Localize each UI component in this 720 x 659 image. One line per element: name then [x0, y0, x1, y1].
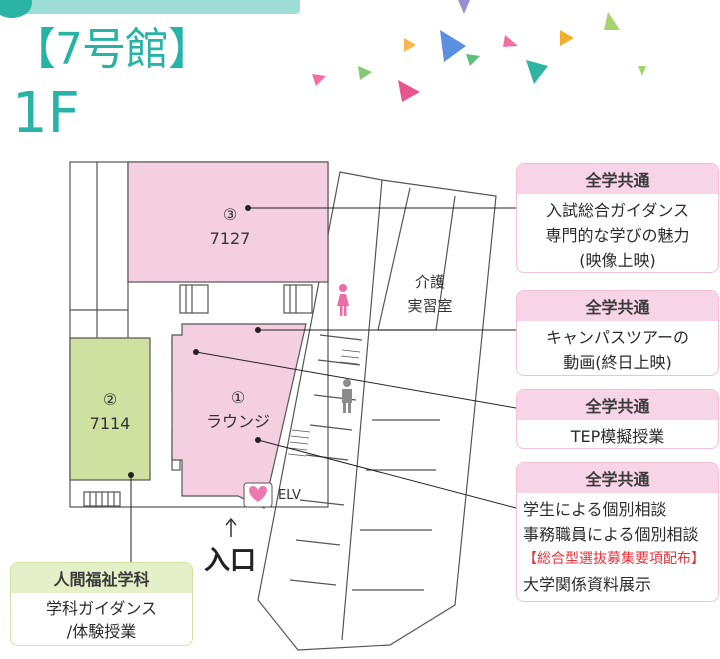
callout-head: 全学共通	[517, 390, 718, 420]
callout-line: 学科ガイダンス	[45, 599, 158, 618]
callout-department: 人間福祉学科 学科ガイダンス /体験授業	[10, 562, 193, 646]
callout-line: 動画(終日上映)	[563, 353, 672, 372]
entrance-label: 入口	[204, 546, 257, 576]
men-restroom-icon	[342, 379, 352, 413]
callout-line: 事務職員による個別相談	[523, 525, 699, 544]
header-badge	[0, 0, 32, 18]
room-7114	[69, 337, 151, 481]
care-room-label: 介護 実習室	[400, 270, 460, 318]
callout-guidance: 全学共通 入試総合ガイダンス 専門的な学びの魅力 (映像上映)	[516, 163, 719, 273]
callout-head: 全学共通	[517, 291, 718, 321]
callout-line: キャンパスツアーの	[545, 328, 690, 347]
callout-line: 入試総合ガイダンス	[545, 201, 690, 220]
room-7114-label: ② 7114	[80, 388, 140, 436]
up-arrow-icon	[225, 517, 237, 537]
lounge-label: ① ラウンジ	[193, 386, 283, 434]
callout-head: 全学共通	[517, 463, 718, 493]
room-number: ②	[102, 390, 118, 409]
callout-line: TEP模擬授業	[570, 427, 665, 446]
elevator-label: ELV	[278, 488, 301, 503]
callout-line: 学生による個別相談	[523, 500, 667, 519]
callout-head: 全学共通	[517, 164, 718, 194]
women-restroom-icon	[337, 284, 349, 316]
room-number: ①	[230, 388, 246, 407]
callout-line: /体験授業	[66, 622, 137, 641]
room-code: 7114	[89, 414, 131, 433]
floor-title: 1F	[12, 81, 80, 146]
callout-consultation: 全学共通 学生による個別相談 事務職員による個別相談 【総合型選抜募集要項配布】…	[516, 462, 719, 602]
callout-note: 【総合型選抜募集要項配布】	[523, 551, 705, 567]
confetti-decoration	[312, 0, 646, 102]
callout-line: 大学関係資料展示	[523, 575, 652, 594]
callout-line: 専門的な学びの魅力	[545, 226, 690, 245]
room-7127-label: ③ 7127	[200, 203, 260, 251]
callout-tep: 全学共通 TEP模擬授業	[516, 389, 719, 449]
room-7127	[127, 161, 329, 283]
room-code: 7127	[209, 229, 251, 248]
header-banner	[0, 0, 300, 14]
leader-dots	[128, 205, 261, 478]
room-lounge	[171, 323, 307, 509]
callout-line: (映像上映)	[579, 251, 656, 270]
building-title: 【7号館】	[12, 24, 212, 75]
care-room-line1: 介護	[414, 273, 445, 291]
leader-lines	[130, 207, 517, 562]
heart-icon	[243, 482, 273, 508]
callout-head: 人間福祉学科	[11, 563, 192, 593]
callout-campus-tour: 全学共通 キャンパスツアーの 動画(終日上映)	[516, 290, 719, 376]
care-room-line2: 実習室	[407, 297, 453, 315]
room-number: ③	[222, 205, 238, 224]
room-name: ラウンジ	[205, 412, 270, 431]
